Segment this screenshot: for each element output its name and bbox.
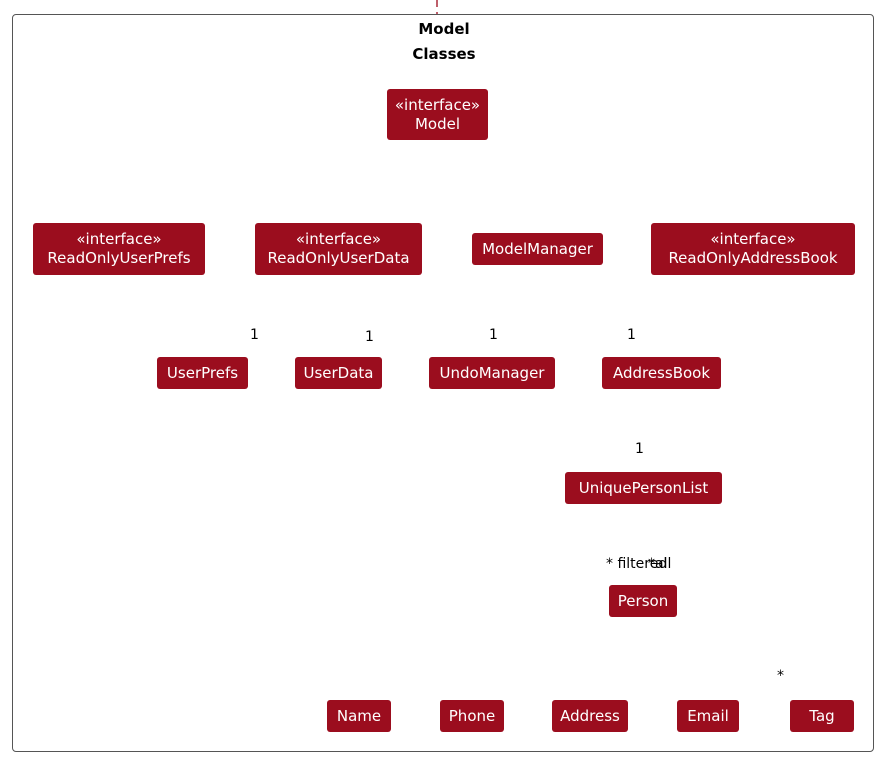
multiplicity-user-data: 1: [365, 329, 374, 345]
readonly-user-prefs-node[interactable]: «interface» ReadOnlyUserPrefs: [33, 223, 205, 275]
model-stereotype: «interface»: [394, 95, 481, 114]
readonly-user-data-stereotype: «interface»: [295, 230, 382, 248]
address-node[interactable]: Address: [552, 700, 628, 732]
multiplicity-tag: *: [777, 668, 784, 684]
email-class-name: Email: [687, 706, 729, 725]
user-data-name: UserData: [303, 363, 374, 382]
name-node[interactable]: Name: [327, 700, 391, 732]
model-interface-node[interactable]: «interface» Model: [387, 89, 488, 140]
multiplicity-user-prefs: 1: [250, 327, 259, 343]
person-node[interactable]: Person: [609, 585, 677, 617]
undo-manager-node[interactable]: UndoManager: [429, 357, 555, 389]
address-class-name: Address: [560, 706, 620, 725]
readonly-address-book-node[interactable]: «interface» ReadOnlyAddressBook: [651, 223, 855, 275]
name-class-name: Name: [336, 706, 382, 725]
user-prefs-node[interactable]: UserPrefs: [157, 357, 248, 389]
undo-manager-name: UndoManager: [439, 363, 545, 382]
tag-node[interactable]: Tag: [790, 700, 854, 732]
readonly-user-data-node[interactable]: «interface» ReadOnlyUserData: [255, 223, 422, 275]
model-manager-node[interactable]: ModelManager: [472, 233, 603, 265]
multiplicity-undo-manager: 1: [489, 327, 498, 343]
multiplicity-address-book: 1: [627, 327, 636, 343]
package-title-line2: Classes: [412, 45, 476, 63]
unique-person-list-name: UniquePersonList: [578, 478, 709, 497]
readonly-address-book-stereotype: «interface»: [710, 230, 796, 248]
readonly-user-prefs-name: ReadOnlyUserPrefs: [47, 249, 191, 267]
user-data-node[interactable]: UserData: [295, 357, 382, 389]
multiplicity-unique-person-list: 1: [635, 441, 644, 457]
email-node[interactable]: Email: [677, 700, 739, 732]
readonly-address-book-name: ReadOnlyAddressBook: [668, 249, 838, 267]
address-book-name: AddressBook: [612, 363, 711, 382]
multiplicity-person-filtered: * filtered: [606, 556, 668, 572]
package-title-line1: Model: [418, 20, 470, 38]
model-manager-name: ModelManager: [482, 239, 593, 258]
phone-node[interactable]: Phone: [440, 700, 504, 732]
phone-class-name: Phone: [448, 706, 496, 725]
multiplicity-person-all: *all: [648, 556, 672, 572]
unique-person-list-node[interactable]: UniquePersonList: [565, 472, 722, 504]
user-prefs-name: UserPrefs: [166, 363, 239, 382]
readonly-user-data-name: ReadOnlyUserData: [267, 249, 410, 267]
package-title: Model Classes: [380, 17, 508, 67]
person-name: Person: [617, 591, 669, 610]
model-name: Model: [414, 114, 461, 133]
readonly-user-prefs-stereotype: «interface»: [76, 230, 162, 248]
address-book-node[interactable]: AddressBook: [602, 357, 721, 389]
tag-class-name: Tag: [809, 706, 835, 725]
